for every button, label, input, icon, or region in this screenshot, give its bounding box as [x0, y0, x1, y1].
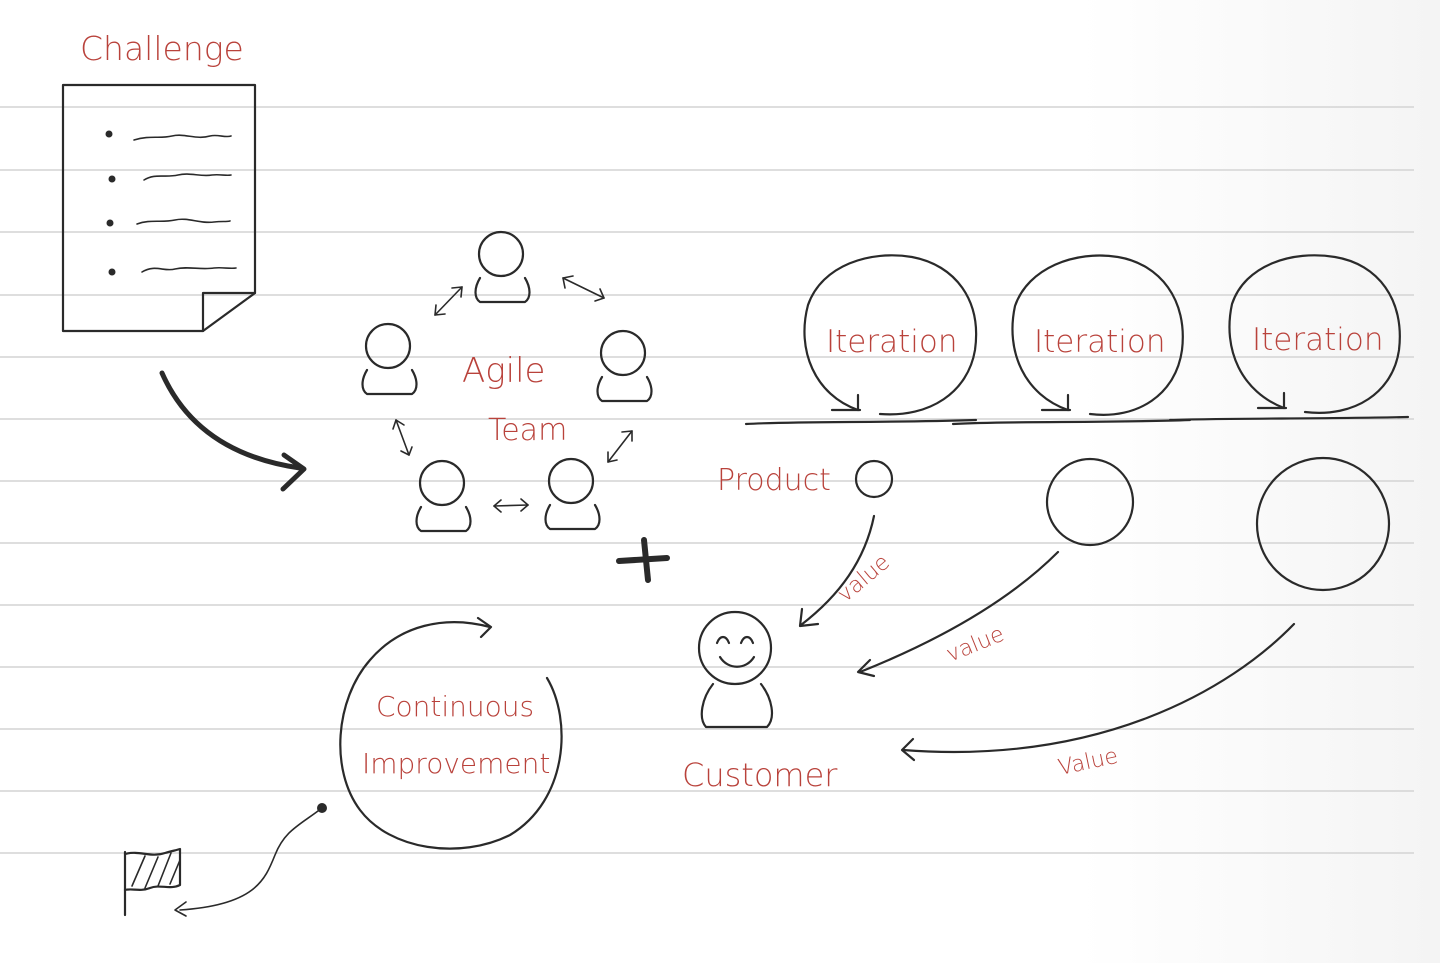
product-circle-large [1255, 456, 1391, 592]
iteration-label-1: Iteration [826, 324, 958, 360]
team-member-icon [415, 459, 472, 533]
value-arrow-2 [856, 550, 1060, 678]
agile-label: Agile [462, 351, 545, 391]
challenge-document-icon [61, 83, 257, 333]
improvement-label: Improvement [362, 747, 550, 780]
customer-smiley-icon [697, 610, 774, 729]
goal-path-arrow [174, 803, 327, 917]
iteration-loop-icon [951, 254, 1192, 426]
continuous-label: Continuous [376, 690, 534, 723]
team-member-icon [596, 329, 653, 403]
goal-flag-icon [123, 847, 182, 917]
plus-icon [616, 537, 670, 583]
team-label: Team [488, 413, 567, 448]
value-arrow-1 [798, 514, 876, 628]
team-member-icon [361, 322, 418, 396]
product-circle-medium [1045, 457, 1135, 547]
continuous-improvement-loop-icon [339, 616, 563, 850]
double-arrow-icon [392, 419, 413, 456]
ruled-lines [0, 106, 1414, 854]
iteration-label-3: Iteration [1252, 322, 1384, 358]
iteration-loop-icon [1168, 254, 1410, 422]
double-arrow-icon [434, 286, 463, 316]
iteration-loop-icon [744, 254, 978, 426]
double-arrow-icon [493, 498, 529, 513]
product-circle-small [854, 459, 894, 499]
customer-label: Customer [682, 756, 838, 794]
team-member-icon [474, 230, 531, 304]
team-member-icon [544, 457, 601, 531]
challenge-label: Challenge [80, 29, 244, 68]
iteration-label-2: Iteration [1034, 324, 1166, 360]
value-label-3: Value [1056, 744, 1120, 781]
double-arrow-icon [607, 430, 633, 463]
value-label-1: value [833, 550, 895, 608]
product-label: Product [717, 463, 831, 498]
value-arrow-3 [900, 622, 1296, 762]
double-arrow-icon [562, 275, 605, 302]
challenge-to-team-arrow [159, 370, 307, 492]
